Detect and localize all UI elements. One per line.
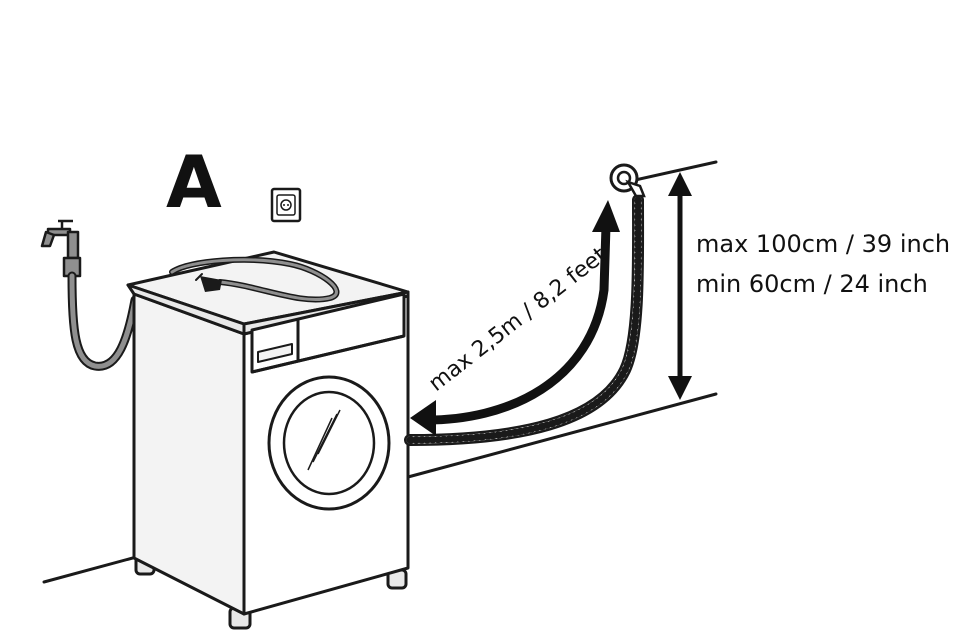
drain-hose [404,194,645,446]
height-min-label: min 60cm / 24 inch [696,270,928,298]
wall-drain-outlet-icon [609,163,646,198]
inlet-hose [67,271,140,371]
water-tap-icon [40,219,82,278]
floor-lines [42,160,718,584]
hose-length-label: max 2,5m / 8,2 feet [424,242,612,396]
panel-letter: A [166,140,222,224]
power-plug-icon [195,273,222,292]
hose-length-arrow [410,200,620,436]
height-max-label: max 100cm / 39 inch [696,230,950,258]
power-cord [169,256,340,303]
washing-machine [126,250,410,630]
height-dimension-arrow [668,172,692,400]
power-socket-icon [270,187,302,223]
